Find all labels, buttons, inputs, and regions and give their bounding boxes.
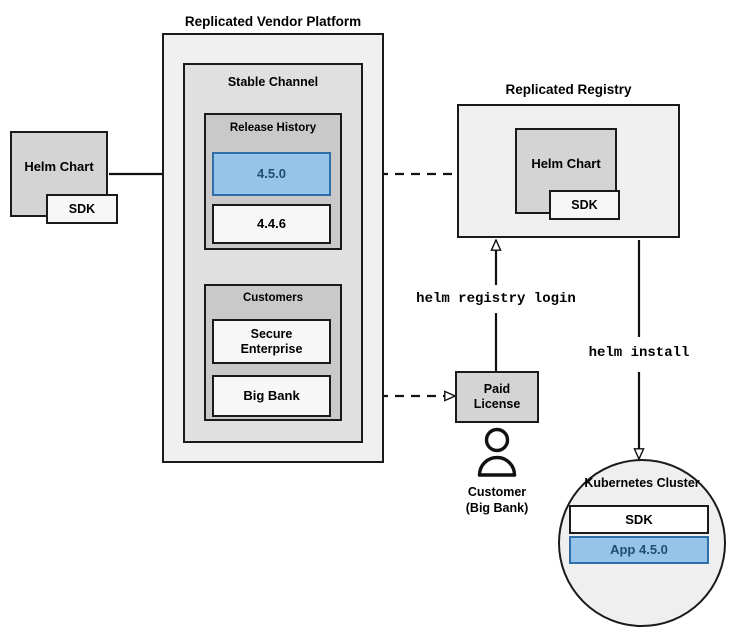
- kubernetes-cluster-title: Kubernetes Cluster: [584, 476, 700, 490]
- release-node-450[interactable]: 4.5.0: [212, 152, 331, 196]
- source-sdk-node[interactable]: SDK: [46, 194, 118, 224]
- customers-title: Customers: [242, 292, 304, 304]
- cluster-app-node[interactable]: App 4.5.0: [569, 536, 709, 564]
- release-history-title: Release History: [229, 122, 317, 134]
- person-icon: [477, 427, 517, 477]
- paid-license-node[interactable]: Paid License: [455, 371, 539, 423]
- registry-sdk-node[interactable]: SDK: [549, 190, 620, 220]
- registry-helm-chart-label: Helm Chart: [531, 156, 601, 172]
- release-node-446[interactable]: 4.4.6: [212, 204, 331, 244]
- customer-node-secure-enterprise[interactable]: Secure Enterprise: [212, 319, 331, 364]
- helm-install-label: helm install: [588, 345, 690, 361]
- source-helm-chart-label: Helm Chart: [24, 159, 94, 175]
- stable-channel-title: Stable Channel: [227, 75, 319, 89]
- replicated-registry-title: Replicated Registry: [505, 82, 632, 97]
- helm-registry-login-label: helm registry login: [416, 291, 576, 307]
- customer-node-big-bank[interactable]: Big Bank: [212, 375, 331, 417]
- cluster-sdk-node[interactable]: SDK: [569, 505, 709, 534]
- vendor-platform-title: Replicated Vendor Platform: [184, 14, 362, 29]
- customer-person-label: Customer (Big Bank): [465, 485, 529, 515]
